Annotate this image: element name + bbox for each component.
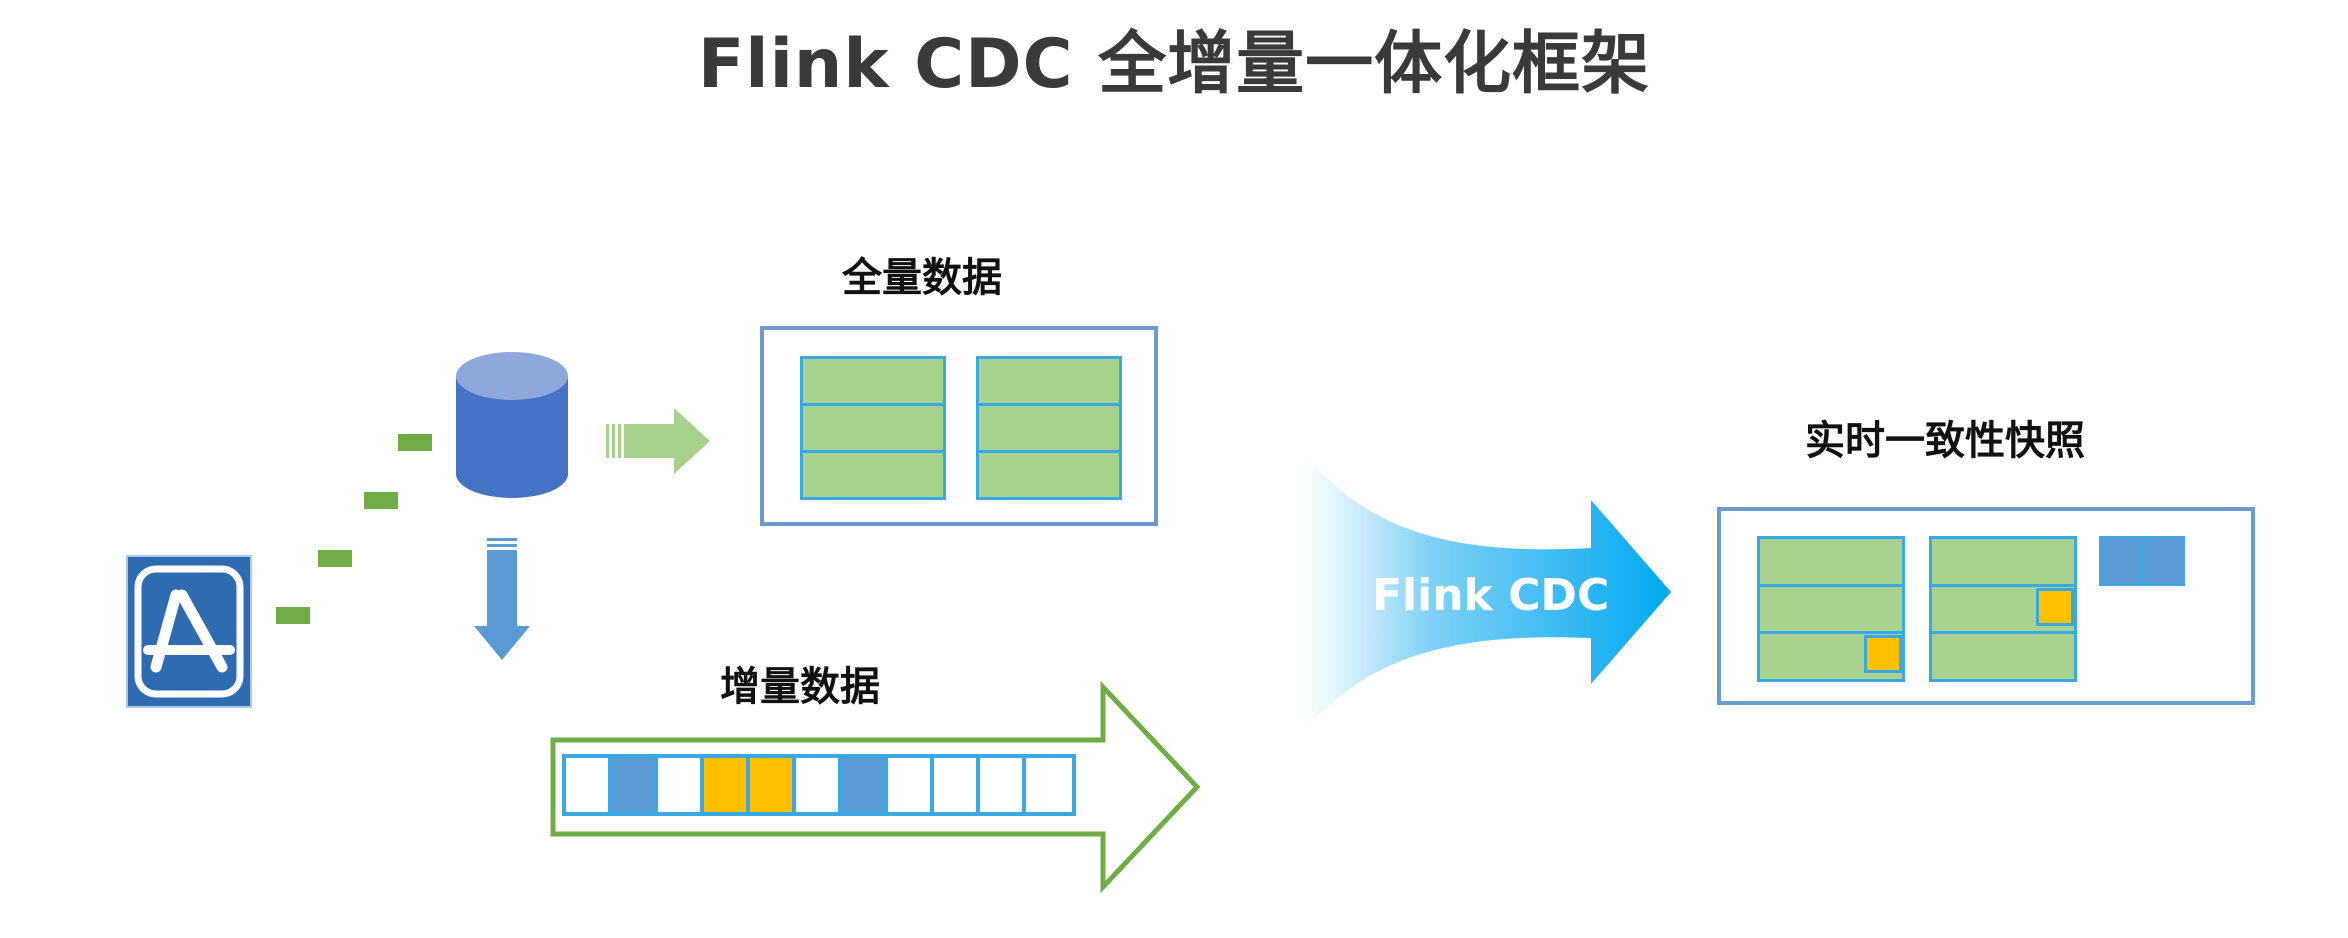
full-data-arrow-icon <box>606 408 710 474</box>
table-row <box>1760 634 1902 679</box>
incremental-data-arrow-icon <box>474 538 530 660</box>
stream-record-white <box>566 758 612 812</box>
full-data-table-1 <box>800 356 946 500</box>
snapshot-table-2 <box>1929 536 2077 682</box>
flow-dash-1 <box>276 607 310 624</box>
pending-change-cell <box>2101 538 2143 584</box>
database-cylinder-icon <box>456 352 568 498</box>
flow-dash-2 <box>318 550 352 567</box>
snapshot-label: 实时一致性快照 <box>1805 418 2085 464</box>
stream-record-white <box>980 758 1026 812</box>
full-data-table-2 <box>976 356 1122 500</box>
table-row <box>1760 587 1902 635</box>
stream-record-blue <box>842 758 888 812</box>
stream-record-white <box>658 758 704 812</box>
table-row <box>1932 587 2074 635</box>
snapshot-table-1 <box>1757 536 1905 682</box>
flink-cdc-arrow <box>1303 452 1671 732</box>
table-row <box>803 359 943 406</box>
snapshot-frame <box>1717 507 2255 705</box>
flink-cdc-label: Flink CDC <box>1372 570 1610 621</box>
stream-record-yellow <box>704 758 750 812</box>
pending-changes <box>2099 536 2185 586</box>
pending-change-cell <box>2143 538 2183 584</box>
changed-cell <box>2036 587 2074 626</box>
table-row <box>1932 539 2074 587</box>
full-data-frame <box>760 326 1158 526</box>
table-row <box>979 359 1119 406</box>
stream-record-white <box>1026 758 1072 812</box>
incremental-data-label: 增量数据 <box>720 664 880 710</box>
table-row <box>979 453 1119 497</box>
table-row <box>1760 539 1902 587</box>
flow-dash-4 <box>398 434 432 451</box>
flow-dash-3 <box>364 492 398 509</box>
stream-record-white <box>934 758 980 812</box>
stream-record-white <box>888 758 934 812</box>
table-row <box>803 406 943 453</box>
incremental-stream <box>562 754 1076 816</box>
page-title: Flink CDC 全增量一体化框架 <box>697 25 1651 104</box>
stream-record-white <box>796 758 842 812</box>
full-data-label: 全量数据 <box>842 255 1002 301</box>
stream-record-blue <box>612 758 658 812</box>
table-row <box>1932 634 2074 679</box>
table-row <box>803 453 943 497</box>
changed-cell <box>1864 635 1902 674</box>
table-row <box>979 406 1119 453</box>
stream-record-yellow <box>750 758 796 812</box>
app-store-icon <box>126 555 252 708</box>
